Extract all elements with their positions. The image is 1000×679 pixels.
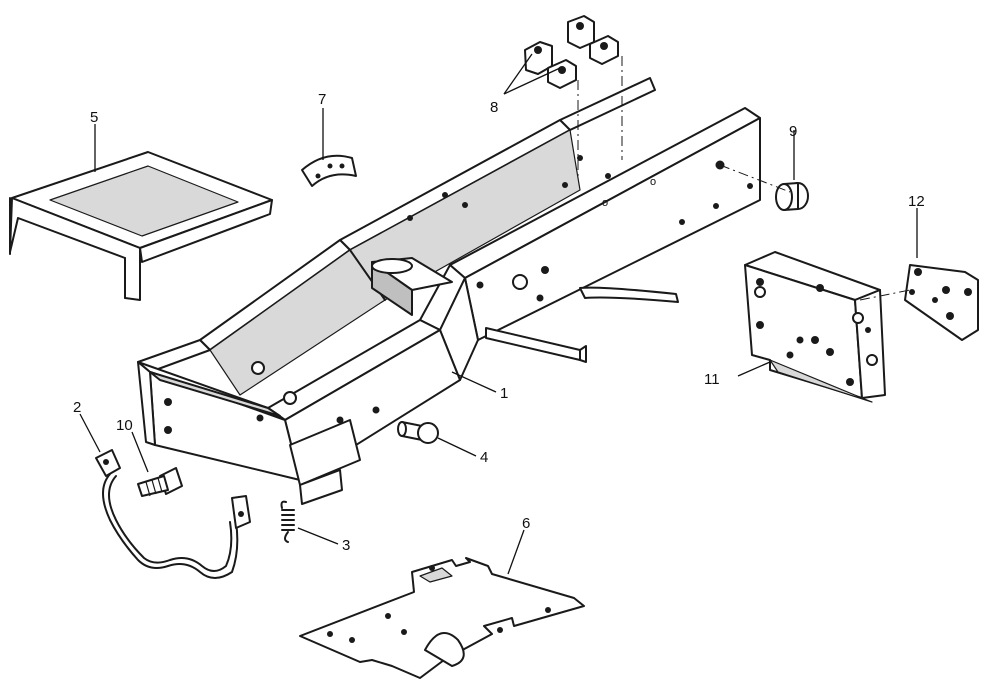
- callout-6: 6: [522, 515, 530, 532]
- part-10-bolt: [137, 467, 183, 497]
- callout-labels: 1 2 3 4 5 6 7 8 9 10 11 12: [73, 91, 925, 554]
- assembly-alignment-lines: [577, 56, 911, 301]
- callout-leader-lines: [79, 53, 918, 575]
- callout-4: 4: [480, 449, 488, 466]
- callout-5: 5: [90, 109, 98, 126]
- part-2-wire-rod: [95, 449, 251, 579]
- part-11-mounting-plate: [744, 251, 886, 403]
- part-9-bushing: [775, 182, 809, 211]
- callout-3: 3: [342, 537, 350, 554]
- callout-10: 10: [116, 417, 133, 434]
- callout-12: 12: [908, 193, 925, 210]
- svg-text:o: o: [650, 176, 656, 188]
- part-8-clips: [524, 15, 619, 89]
- svg-text:o: o: [602, 197, 608, 209]
- part-5-seat-cover: [9, 151, 273, 301]
- callout-11: 11: [704, 371, 720, 388]
- part-7-bracket: [301, 154, 357, 187]
- part-6-bottom-plate: [299, 557, 585, 679]
- part-4-shoulder-bolt: [397, 421, 439, 444]
- part-12-clamp-block: [904, 264, 979, 341]
- part-3-spring: [280, 500, 295, 543]
- callout-7: 7: [318, 91, 326, 108]
- callout-2: 2: [73, 399, 81, 416]
- callout-8: 8: [490, 99, 498, 116]
- part-1-main-frame: o o: [137, 77, 761, 505]
- callout-1: 1: [500, 385, 508, 402]
- callout-9: 9: [789, 123, 797, 140]
